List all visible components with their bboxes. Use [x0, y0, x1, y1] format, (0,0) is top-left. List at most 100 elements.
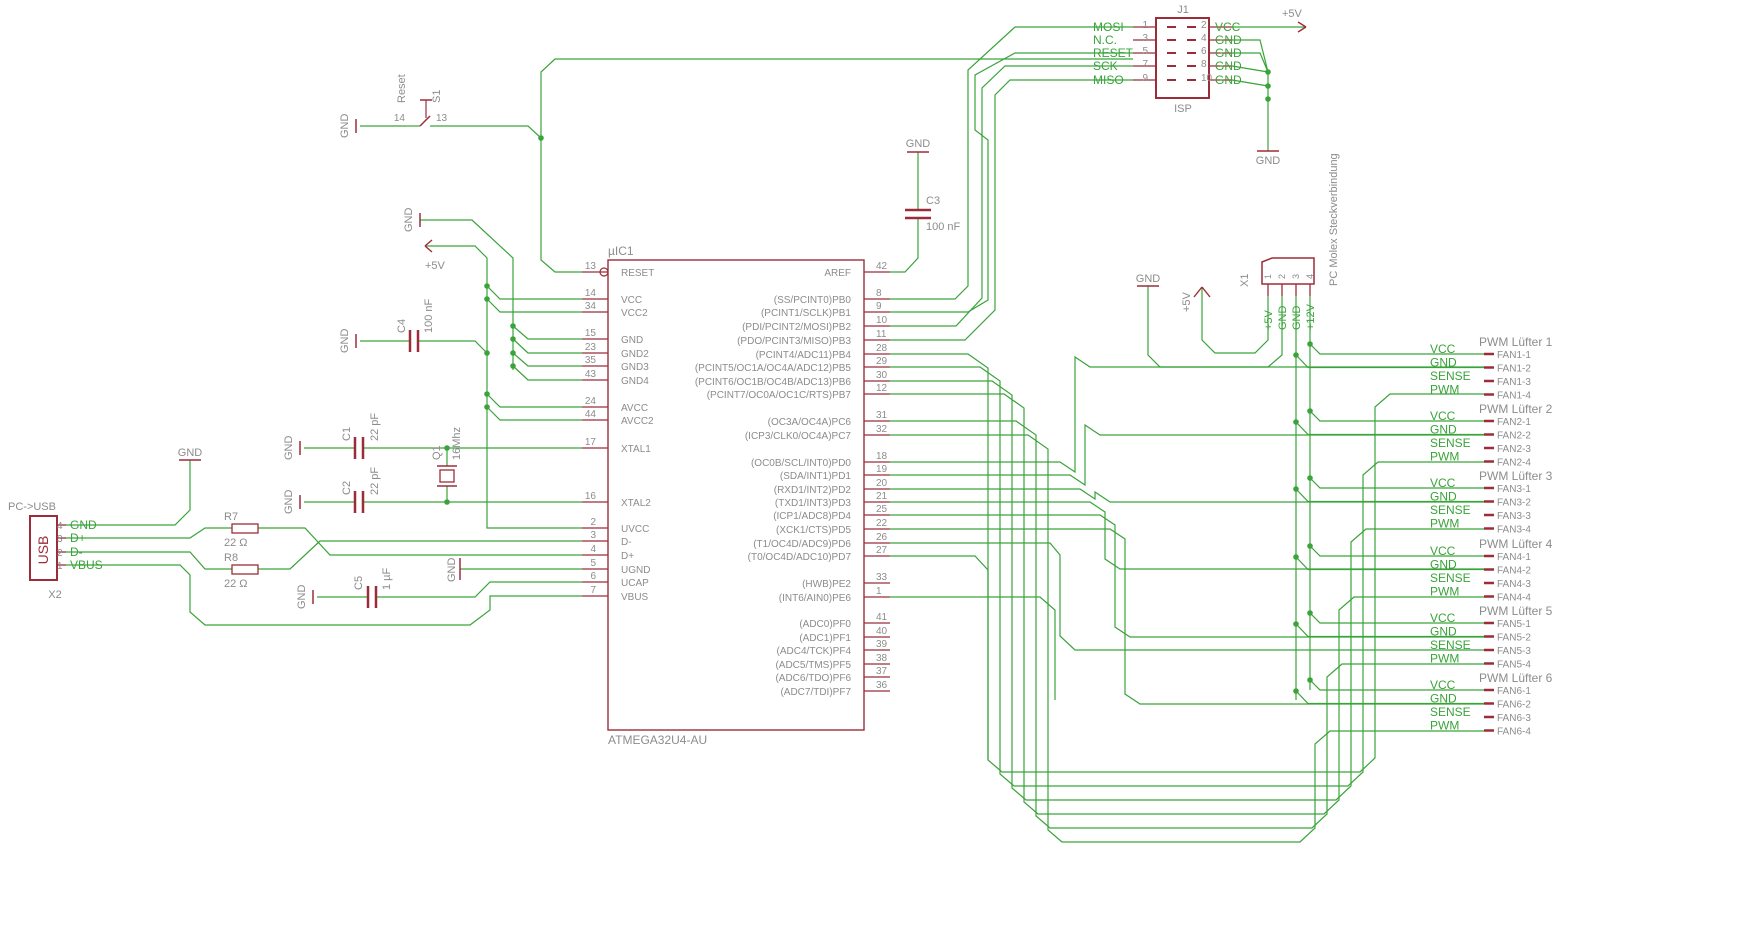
net-wire [890, 393, 1484, 815]
net-wire [1309, 545, 1484, 557]
molex-body [1261, 257, 1315, 285]
mcu-pin-label: UCAP [621, 578, 649, 589]
isp-signal-label: SCK [1093, 59, 1118, 73]
mcu-pin-label: RESET [621, 268, 654, 279]
mcu-pin-number: 30 [876, 370, 888, 381]
net-wire [486, 406, 582, 421]
fan-signal-label: PWM [1430, 585, 1459, 599]
molex-name: X1 [1239, 274, 1251, 287]
mcu-pin-label: (OC3A/OC4A)PC6 [768, 417, 852, 428]
mcu-pin-label: (XCK1/CTS)PD5 [776, 525, 851, 536]
gnd-label: GND [906, 138, 931, 150]
fan-header-title: PWM Lüfter 5 [1479, 604, 1553, 618]
mcu-name: µIC1 [608, 244, 634, 258]
fan-pin-name: FAN3-1 [1497, 484, 1531, 495]
fan-signal-label: PWM [1430, 450, 1459, 464]
net-wire [890, 542, 1484, 651]
mcu-pin-number: 5 [590, 558, 596, 569]
isp-pin-number: 3 [1142, 33, 1148, 44]
net-wire [890, 65, 1133, 327]
net-wire [66, 527, 232, 539]
cap-name: C5 [353, 576, 365, 590]
net-wire [1231, 65, 1269, 73]
net-junction [1307, 677, 1313, 683]
net-junction [1293, 352, 1299, 358]
fan-pin-name: FAN5-1 [1497, 619, 1531, 630]
net-wire [1309, 343, 1484, 355]
net-wire [890, 79, 1133, 341]
fan-signal-label: VCC [1430, 476, 1456, 490]
net-junction [1307, 475, 1313, 481]
mcu-pin-number: 1 [876, 586, 882, 597]
isp-signal-label: VCC [1215, 20, 1241, 34]
mcu-pin-label: (PDI/PCINT2/MOSI)PB2 [742, 322, 851, 333]
net-wire [512, 338, 582, 354]
fan-pin-name: FAN5-4 [1497, 660, 1531, 671]
usb-signal-label: D+ [70, 531, 86, 545]
mcu-pin-label: VBUS [621, 592, 649, 603]
mcu-pin-label: (ICP1/ADC8)PD4 [773, 511, 851, 522]
resistor-name: R7 [224, 511, 238, 523]
net-wire [890, 353, 1484, 773]
fan-pin-name: FAN4-3 [1497, 579, 1531, 590]
isp-pin-number: 4 [1201, 33, 1207, 44]
mcu-pin-label: D+ [621, 551, 634, 562]
cap-name: C4 [396, 319, 408, 333]
cap-value: 100 nF [423, 298, 435, 333]
resistor-body [231, 564, 259, 575]
fan-signal-label: SENSE [1430, 571, 1471, 585]
fan-header-title: PWM Lüfter 2 [1479, 402, 1553, 416]
fan-signal-label: VCC [1430, 409, 1456, 423]
mcu-pin-label: (PCINT6/OC1B/OC4B/ADC13)PB6 [695, 377, 852, 388]
mcu-pin-label: (SDA/INT1)PD1 [780, 471, 852, 482]
isp-pin-number: 1 [1142, 20, 1148, 31]
molex-pin-number: 1 [1263, 274, 1273, 279]
net-wire [66, 564, 582, 626]
mcu-pin-label: (ADC5/TMS)PF5 [775, 660, 851, 671]
net-wire [486, 393, 582, 408]
fan-signal-label: VCC [1430, 544, 1456, 558]
mcu-pin-number: 34 [585, 301, 597, 312]
fan-signal-label: SENSE [1430, 638, 1471, 652]
supply-label: +5V [1181, 291, 1193, 312]
vcc-arrow [424, 245, 433, 253]
isp-name: J1 [1177, 4, 1189, 16]
net-junction [484, 350, 490, 356]
usb-signal-label: GND [70, 518, 97, 532]
gnd-label: GND [339, 114, 351, 139]
cap-name: C1 [341, 427, 353, 441]
mcu-pin-number: 19 [876, 464, 888, 475]
net-wire [486, 285, 582, 300]
crystal-value: 16Mhz [451, 427, 463, 460]
net-wire [890, 488, 1484, 503]
mcu-pin-number: 38 [876, 653, 888, 664]
mcu-pin-number: 4 [590, 544, 596, 555]
net-wire [66, 551, 232, 570]
mcu-pin-number: 16 [585, 491, 597, 502]
cap-value: 1 µF [381, 567, 393, 590]
mcu-pin-number: 42 [876, 261, 888, 272]
mcu-pin-label: (RXD1/INT2)PD2 [774, 485, 852, 496]
isp-signal-label: GND [1215, 33, 1242, 47]
isp-signal-label: GND [1215, 46, 1242, 60]
mcu-pin-number: 41 [876, 612, 888, 623]
net-wire [890, 501, 1484, 570]
mcu-pin-label: (INT6/AIN0)PE6 [779, 593, 852, 604]
mcu-pin-number: 26 [876, 532, 888, 543]
net-wire [890, 355, 1484, 474]
mcu-pin-number: 24 [585, 396, 597, 407]
usb-pin-number: 4 [57, 521, 63, 532]
mcu-pin-label: D- [621, 537, 632, 548]
net-junction [1293, 688, 1299, 694]
fan-signal-label: VCC [1430, 342, 1456, 356]
net-wire [890, 423, 1484, 487]
resistor-body [231, 523, 259, 534]
fan-header-title: PWM Lüfter 4 [1479, 537, 1553, 551]
net-junction [484, 283, 490, 289]
mcu-pin-number: 6 [590, 571, 596, 582]
gnd-label: GND [403, 208, 415, 233]
isp-signal-label: GND [1215, 59, 1242, 73]
net-wire [540, 58, 1133, 273]
net-wire [66, 460, 191, 526]
net-wire [420, 219, 514, 370]
